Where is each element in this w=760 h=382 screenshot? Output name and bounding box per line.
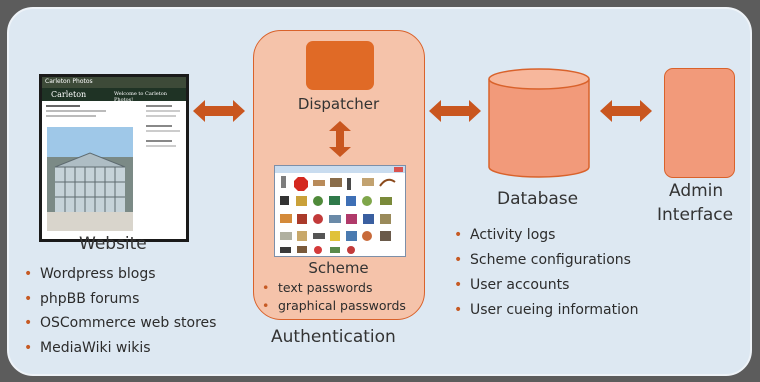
scheme-item: graphical passwords — [262, 297, 406, 315]
post-text-lines — [46, 105, 106, 117]
website-title: Website — [79, 234, 147, 254]
database-list: Activity logs Scheme configurations User… — [454, 223, 638, 323]
dispatcher-box — [306, 41, 374, 90]
site-banner: Carleton Welcome to Carleton Photos! — [42, 88, 186, 103]
double-arrow-icon — [429, 100, 481, 122]
website-item: MediaWiki wikis — [24, 336, 216, 361]
admin-title-line2: Interface — [657, 205, 734, 225]
admin-interface-box — [664, 68, 735, 178]
database-title: Database — [497, 189, 579, 209]
database-icon — [488, 68, 590, 178]
scheme-window-screenshot — [274, 165, 406, 257]
vertical-double-arrow-icon — [329, 121, 351, 157]
university-logo: Carleton — [51, 90, 87, 99]
admin-title-line1: Admin — [669, 181, 724, 201]
website-screenshot: Carleton Photos Carleton Welcome to Carl… — [39, 74, 189, 242]
scheme-list: text passwords graphical passwords — [262, 279, 406, 315]
dispatcher-label: Dispatcher — [297, 95, 380, 113]
diagram-panel: Carleton Photos Carleton Welcome to Carl… — [7, 7, 752, 376]
website-item: phpBB forums — [24, 287, 216, 312]
greenhouse-photo — [47, 127, 133, 231]
website-list: Wordpress blogs phpBB forums OSCommerce … — [24, 262, 216, 360]
database-item: Scheme configurations — [454, 248, 638, 273]
site-welcome: Welcome to Carleton Photos! — [114, 91, 167, 103]
authentication-title: Authentication — [271, 327, 396, 347]
database-item: User accounts — [454, 273, 638, 298]
site-header-bar: Carleton Photos — [42, 77, 186, 88]
database-item: User cueing information — [454, 298, 638, 323]
site-name: Carleton Photos — [45, 78, 93, 85]
scheme-label: Scheme — [308, 259, 369, 277]
double-arrow-icon — [600, 100, 652, 122]
website-item: OSCommerce web stores — [24, 311, 216, 336]
website-item: Wordpress blogs — [24, 262, 216, 287]
double-arrow-icon — [193, 100, 245, 122]
window-titlebar — [275, 166, 405, 173]
authentication-box: Dispatcher — [253, 30, 425, 320]
image-grid — [280, 176, 396, 254]
database-item: Activity logs — [454, 223, 638, 248]
sidebar-lines — [146, 105, 180, 147]
scheme-item: text passwords — [262, 279, 406, 297]
